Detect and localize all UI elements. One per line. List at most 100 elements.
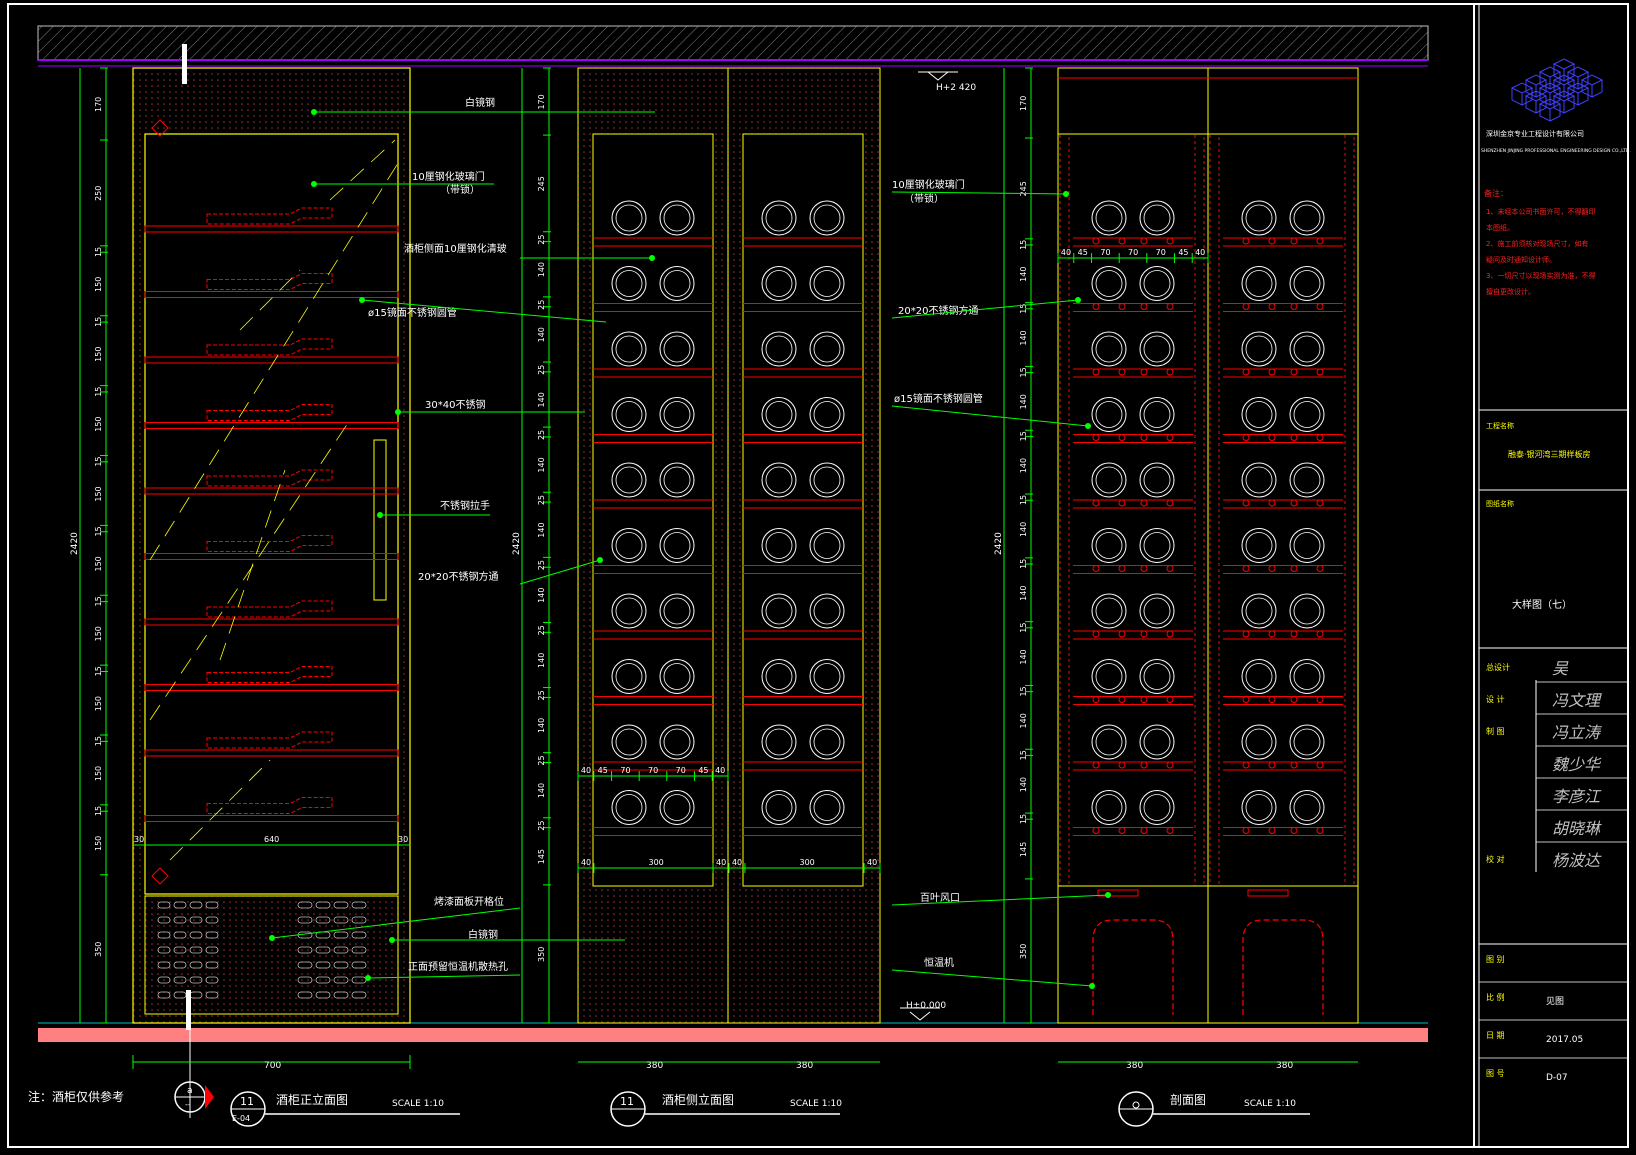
sect-bottle-end-inner [1293, 532, 1321, 559]
sect-thermo-unit [1242, 919, 1324, 1015]
sect-rackdim-dim-2: 70 [1100, 248, 1110, 257]
front-vent-slot [173, 916, 187, 924]
callout-center-5: 30*40不锈钢 [425, 398, 485, 411]
note-line-1: 本图纸。 [1486, 223, 1514, 232]
front-vent-slot [333, 931, 349, 939]
front-elevation [132, 44, 411, 1118]
front-vent-slot [189, 916, 203, 924]
sect-bottle-end-inner [1245, 532, 1273, 559]
floor-slab [38, 1028, 1428, 1042]
front-vent-slot [157, 991, 171, 999]
note-line-0: 1、未经本公司书面许可，不得翻印 [1486, 207, 1595, 216]
side-bottle-end-inner [813, 532, 841, 559]
side-bottle-end [809, 528, 845, 563]
front-glass-reflection [149, 159, 401, 561]
front-shelf [144, 487, 399, 495]
sect-tube [1092, 499, 1100, 507]
level-marker-top: H+2 420 [918, 71, 976, 93]
sect-bottle-end [1091, 397, 1127, 432]
sect-vdim-dim-13: 140 [1019, 586, 1028, 601]
sect-tube [1316, 565, 1324, 572]
ceiling-slab [37, 25, 1429, 61]
sect-vdim-dim-20: 15 [1019, 814, 1028, 824]
callout-leader [361, 299, 607, 323]
callouts-center: 白镜钢10厘钢化玻璃门（带锁）酒柜侧面10厘钢化清玻ø15镜面不锈钢圆管30*4… [269, 96, 655, 981]
callout-dot [395, 409, 401, 415]
sect-tube [1290, 303, 1298, 310]
front-vent-slot [189, 946, 203, 954]
notes-title: 备注： [1484, 188, 1508, 198]
section-bottle-racks [1058, 77, 1358, 1015]
side-vdim-dim-9: 140 [537, 457, 546, 472]
sect-tube [1316, 434, 1324, 441]
sect-vdim-dim-6: 15 [1019, 367, 1028, 377]
side-rackdim-dim-4: 70 [676, 766, 686, 775]
side-bottle-end [809, 790, 845, 825]
sect-bottle-end-inner [1245, 663, 1273, 690]
sect-vdim-dim-9: 140 [1019, 458, 1028, 473]
side-overall-width-2: 380 [796, 1061, 813, 1071]
front-vent-slot [157, 916, 171, 924]
side-bottle-end-inner [813, 270, 841, 297]
front-overall-height: 2420 [70, 532, 80, 555]
callout-center-2: （带锁） [440, 183, 480, 196]
sect-tube [1140, 696, 1148, 703]
sect-tube [1242, 303, 1250, 310]
sect-tube [1166, 761, 1174, 769]
callout-center-0: 白镜钢 [465, 96, 495, 109]
sect-bottle-end-inner [1293, 663, 1321, 690]
sect-tube [1268, 303, 1276, 310]
sect-bottle-end-inner [1143, 597, 1171, 625]
sect-tube [1316, 761, 1324, 769]
sect-bottle-end-inner [1143, 663, 1171, 690]
sect-tube [1118, 630, 1126, 638]
sect-bottle-end-inner [1095, 335, 1123, 363]
side-vertical-dims: 1702452514025140251402514025140251402514… [537, 67, 551, 1024]
sect-bottle-end [1241, 790, 1277, 825]
sect-bottle-end-inner [1293, 401, 1321, 428]
sect-tube [1166, 827, 1174, 834]
sect-bottle-end-inner [1143, 466, 1171, 494]
sect-tube [1290, 368, 1298, 376]
sect-bottle-end-inner [1095, 466, 1123, 494]
front-dim-left: 30 [134, 835, 144, 844]
field-label-3: 图 号 [1486, 1069, 1505, 1078]
side-bottle-end-inner [615, 335, 643, 363]
callout-right-5: 恒温机 [924, 956, 954, 969]
sect-vdim-dim-16: 15 [1019, 686, 1028, 696]
side-view-title: 酒柜侧立面图 [662, 1092, 734, 1107]
sect-tube [1118, 303, 1126, 310]
logo-cube [1510, 82, 1534, 106]
front-vent-slot [173, 901, 187, 909]
sect-bottle-end-inner [1293, 794, 1321, 821]
side-bottle-end-inner [615, 270, 643, 297]
side-bottomdim-dim-5: 40 [867, 858, 877, 867]
sect-bottle-end-inner [1095, 532, 1123, 559]
side-bottle-end [761, 528, 797, 563]
callout-center-9: 白镜钢 [468, 928, 498, 941]
sect-bottle-end-inner [1245, 204, 1273, 232]
front-vent-slot [297, 901, 313, 909]
side-vdim-dim-8: 25 [537, 430, 546, 440]
front-bottle-outline [206, 338, 333, 356]
side-bottle-end-inner [813, 204, 841, 232]
sect-rackdim-dim-1: 45 [1078, 248, 1088, 257]
sect-bottle-end [1139, 593, 1175, 629]
sect-bottle-end [1241, 724, 1277, 760]
front-vent-slot [351, 991, 367, 999]
sect-bottle-end-inner [1095, 794, 1123, 821]
front-shelf [144, 684, 399, 691]
callout-dot [359, 297, 365, 303]
sect-bottle-end [1289, 397, 1325, 432]
front-section-cut-top [182, 44, 187, 84]
sect-tube [1290, 630, 1298, 638]
side-vdim-dim-19: 140 [537, 783, 546, 798]
front-vdim-dim-7: 150 [94, 416, 103, 431]
side-bottle-end [761, 724, 797, 760]
sect-bottle-end-inner [1293, 597, 1321, 625]
callout-center-4: ø15镜面不锈钢圆管 [368, 306, 457, 319]
section-view [1057, 67, 1359, 1024]
sig-name-1: 冯文理 [1552, 691, 1602, 710]
project-name: 融泰·银河湾三期样板房 [1508, 449, 1591, 459]
front-shelf [144, 291, 399, 298]
